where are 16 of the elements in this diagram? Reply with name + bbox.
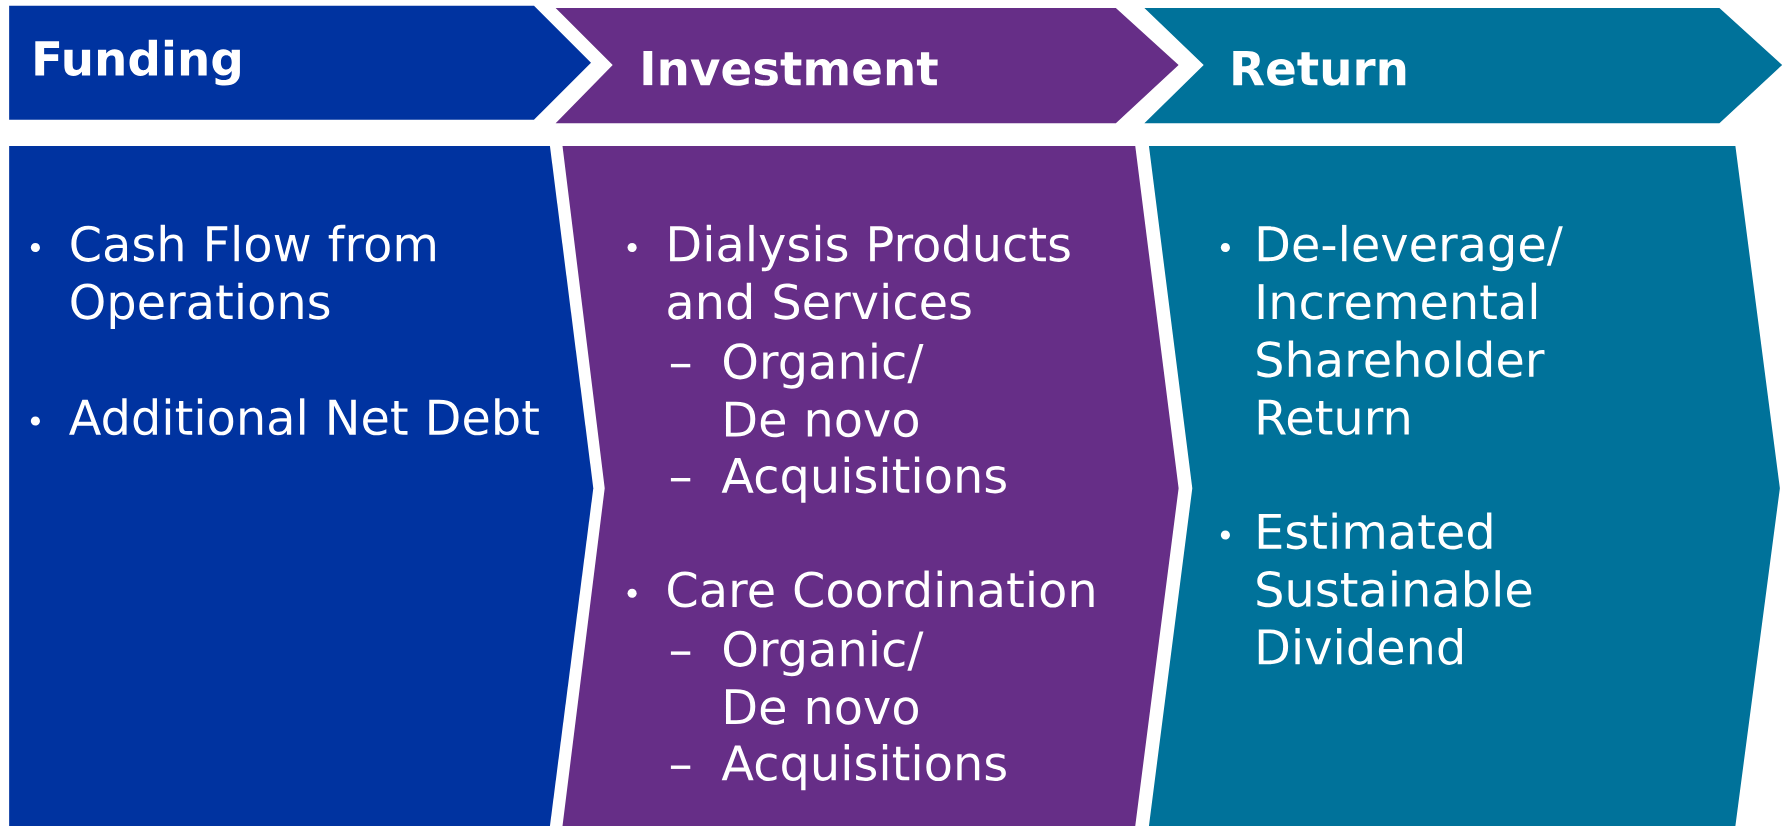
chevron-header: Funding — [9, 5, 591, 120]
bullet-text: Organic/ De novo — [724, 629, 924, 725]
chevron-header: Investment — [555, 7, 1179, 124]
bullet-text: Care Coordination — [668, 570, 1094, 608]
bullet-text: Dialysis Products and Services — [668, 224, 1070, 320]
bullet-text: Acquisitions — [721, 744, 1006, 791]
bullet-text: Cash Flow from Operations — [71, 224, 435, 329]
chevron-panel — [9, 146, 594, 826]
chevron-header: Return — [1144, 7, 1783, 124]
bullet-text: Acquisitions — [721, 456, 1006, 503]
chevron-panel — [1148, 146, 1780, 826]
bullet-text: De-leverage/ Incremental Shareholder Return — [1257, 224, 1563, 436]
chevron-panel — [562, 146, 1179, 826]
bullet-text: Estimated Sustainable Dividend — [1257, 512, 1532, 665]
bullet-text: Additional Net Debt — [69, 398, 539, 436]
bullet-text: Organic/ De novo — [724, 342, 924, 438]
